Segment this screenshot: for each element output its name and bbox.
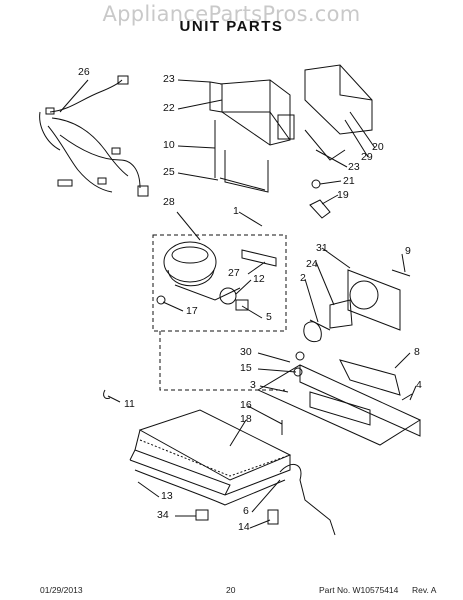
callout-8: 8 (414, 346, 420, 358)
callout-17: 17 (186, 305, 198, 317)
callout-24: 24 (306, 258, 318, 270)
base-pan (256, 351, 422, 446)
callout-4: 4 (416, 379, 422, 391)
footer-part-number: Part No. W10575414 (319, 585, 399, 595)
callout-28: 28 (163, 196, 175, 208)
callout-1: 1 (233, 205, 239, 217)
footer-page-number: 20 (226, 585, 236, 595)
callout-18: 18 (240, 413, 252, 425)
callout-29: 29 (361, 151, 373, 163)
callout-15: 15 (240, 362, 252, 374)
callout-14: 14 (238, 521, 250, 533)
callout-23-duct: 23 (348, 161, 360, 173)
page-title: UNIT PARTS (179, 18, 284, 35)
footer-date: 01/29/2013 (40, 585, 83, 595)
callout-6: 6 (243, 505, 249, 517)
callout-30: 30 (240, 346, 252, 358)
callout-11: 11 (124, 398, 135, 410)
callout-20: 20 (372, 141, 384, 153)
air-duct (304, 64, 373, 161)
fan-motor (303, 269, 411, 343)
watermark: AppliancePartsPros.com (102, 2, 361, 26)
callout-16: 16 (240, 399, 252, 411)
callout-26: 26 (78, 66, 90, 78)
compressor (163, 241, 277, 311)
wiring-harness (39, 75, 149, 197)
footer-revision: Rev. A (412, 585, 437, 595)
callout-21: 21 (343, 175, 355, 187)
callout-34: 34 (157, 509, 169, 521)
callout-22: 22 (163, 102, 175, 114)
callout-19: 19 (337, 189, 349, 201)
compressor-box (152, 234, 287, 332)
callout-10: 10 (163, 139, 175, 151)
callout-25: 25 (163, 166, 175, 178)
callout-23: 23 (163, 73, 175, 85)
callout-13: 13 (161, 490, 173, 502)
callout-12: 12 (253, 273, 265, 285)
callout-27: 27 (228, 267, 240, 279)
callout-31: 31 (316, 242, 328, 254)
callout-9: 9 (405, 245, 411, 257)
callout-2: 2 (300, 272, 306, 284)
callout-3: 3 (250, 379, 256, 391)
condenser-coil (129, 409, 292, 506)
control-board-housing (209, 79, 295, 193)
callout-5: 5 (266, 311, 272, 323)
